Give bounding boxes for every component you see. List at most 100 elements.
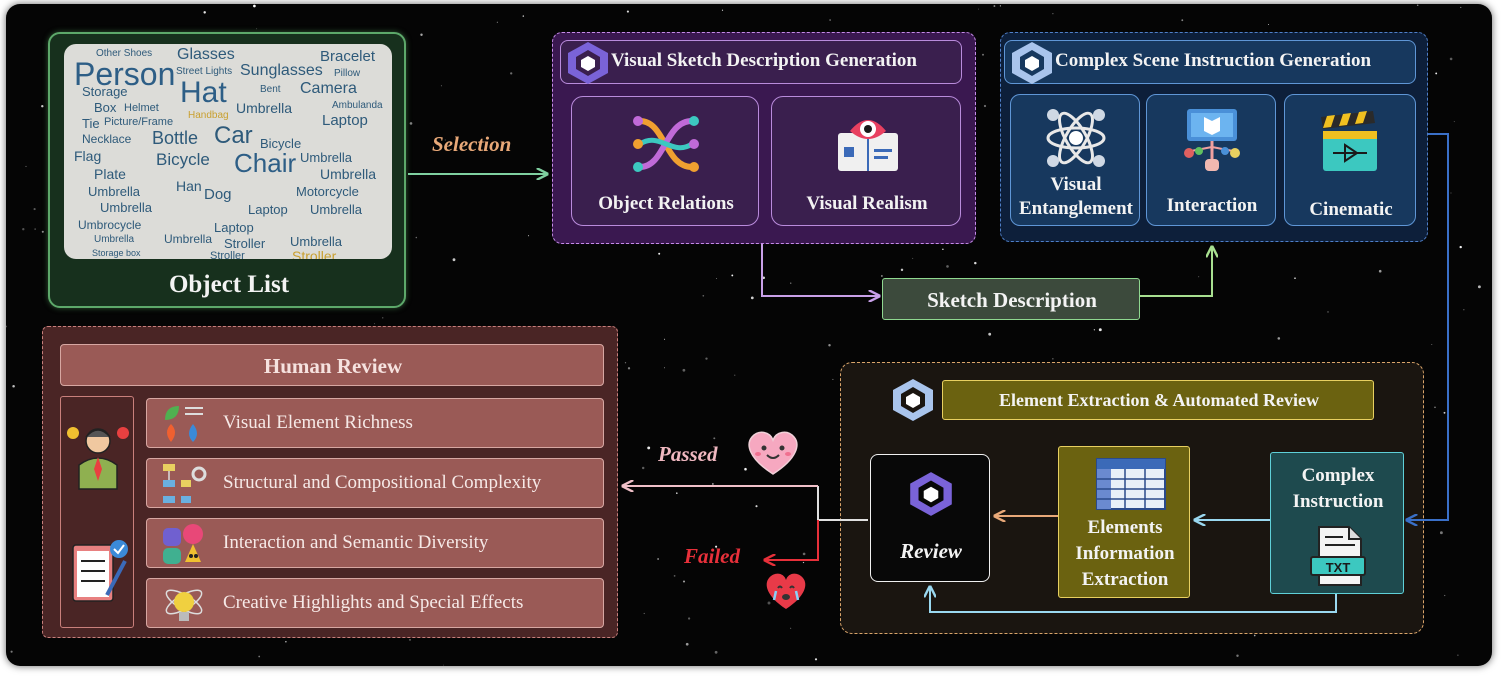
- star: [832, 378, 834, 380]
- clapperboard-icon: [1321, 111, 1377, 171]
- word-chair: Chair: [234, 148, 297, 178]
- star: [1463, 309, 1465, 311]
- cinematic-label: Cinematic: [1309, 199, 1393, 220]
- word-flag: Flag: [74, 148, 102, 164]
- sketch-description-box: Sketch Description: [882, 278, 1140, 320]
- visual-sketch-title-bar: Visual Sketch Description Generation: [560, 40, 962, 84]
- txt-file-label: TXT: [1325, 560, 1351, 575]
- word-other-shoes: Other Shoes: [96, 48, 153, 59]
- star: [1449, 57, 1453, 61]
- criterion-label: Interaction and Semantic Diversity: [223, 532, 489, 553]
- star: [1444, 594, 1446, 597]
- star: [790, 627, 792, 629]
- word-umbrella-7: Umbrella: [94, 234, 135, 245]
- star: [802, 561, 805, 564]
- criterion-row-interaction-diversity: Interaction and Semantic Diversity: [146, 518, 604, 568]
- word-dog: Dog: [204, 186, 232, 203]
- qwen-logo-icon: [1012, 42, 1052, 84]
- word-box: Box: [94, 100, 117, 115]
- star: [1477, 285, 1481, 289]
- star: [682, 368, 686, 372]
- review-box: Review: [870, 454, 990, 582]
- complex-scene-title-bar: Complex Scene Instruction Generation: [1004, 40, 1416, 84]
- star: [974, 261, 977, 265]
- review-label: Review: [900, 539, 962, 563]
- word-camera: Camera: [300, 80, 357, 97]
- star: [734, 374, 736, 376]
- star: [10, 650, 13, 653]
- star: [762, 276, 765, 280]
- star: [444, 139, 446, 141]
- complex-instruction-box: Complex Instruction TXT: [1270, 452, 1404, 594]
- star: [982, 53, 984, 56]
- star: [420, 33, 423, 37]
- star: [712, 483, 714, 485]
- criterion-row-creative-highlights: Creative Highlights and Special Effects: [146, 578, 604, 628]
- word-helmet: Helmet: [124, 102, 159, 114]
- atom-icon: [1046, 109, 1106, 167]
- criterion-label: Creative Highlights and Special Effects: [223, 592, 524, 613]
- complex-scene-title: Complex Scene Instruction Generation: [1055, 50, 1372, 71]
- star: [1435, 72, 1438, 75]
- selection-label: Selection: [432, 132, 512, 156]
- star: [1416, 4, 1419, 6]
- passed-label: Passed: [658, 442, 718, 466]
- star: [1181, 19, 1184, 22]
- star: [721, 9, 724, 11]
- criterion-label: Visual Element Richness: [223, 412, 413, 433]
- flowchart-gear-icon: [163, 464, 207, 503]
- word-motorcycle: Motorcycle: [296, 184, 359, 199]
- word-sunglasses: Sunglasses: [240, 62, 323, 79]
- star: [1236, 654, 1239, 657]
- word-person: Person: [74, 56, 176, 92]
- word-car: Car: [214, 122, 253, 149]
- star: [802, 552, 806, 556]
- star: [702, 294, 705, 297]
- failed-label: Failed: [684, 544, 740, 568]
- star: [624, 362, 627, 364]
- star: [1052, 358, 1054, 360]
- star: [876, 295, 877, 297]
- star: [658, 252, 661, 255]
- word-laptop-2: Laptop: [248, 202, 288, 217]
- star: [6, 325, 8, 328]
- star: [496, 21, 498, 23]
- star: [829, 19, 831, 21]
- object-list-title: Object List: [168, 271, 290, 298]
- star: [978, 8, 979, 10]
- star: [790, 282, 792, 284]
- star: [750, 296, 754, 300]
- elements-extraction-box: Elements Information Extraction: [1058, 446, 1190, 598]
- star: [767, 601, 771, 605]
- star: [828, 344, 831, 347]
- star: [685, 642, 689, 646]
- word-umbrella-3: Umbrella: [320, 166, 377, 182]
- word-pillow: Pillow: [334, 68, 361, 79]
- word-necklace: Necklace: [82, 132, 132, 146]
- star: [1093, 329, 1096, 331]
- star: [1439, 531, 1443, 535]
- star: [1052, 13, 1054, 15]
- word-storage: Storage: [82, 84, 128, 99]
- qwen-logo-icon: [893, 379, 933, 421]
- word-umbrocycle: Umbrocycle: [78, 218, 142, 232]
- star: [253, 4, 256, 8]
- star: [510, 72, 513, 75]
- star: [1434, 406, 1436, 409]
- star: [34, 228, 36, 230]
- word-stroller-3: Stroller: [292, 248, 337, 259]
- star: [1453, 121, 1455, 123]
- visual-realism-label: Visual Realism: [806, 193, 928, 214]
- star: [647, 446, 651, 450]
- star: [687, 617, 691, 620]
- star: [988, 332, 992, 336]
- star: [415, 236, 418, 239]
- star: [25, 165, 27, 167]
- diagram-canvas: Other Shoes Glasses Bracelet Person Stre…: [6, 4, 1492, 666]
- interaction-card: Interaction: [1146, 94, 1276, 226]
- word-ambulanda: Ambulanda: [332, 100, 383, 111]
- star: [999, 5, 1002, 7]
- interaction-label: Interaction: [1166, 195, 1258, 216]
- star: [664, 338, 666, 340]
- word-bottle: Bottle: [152, 128, 199, 148]
